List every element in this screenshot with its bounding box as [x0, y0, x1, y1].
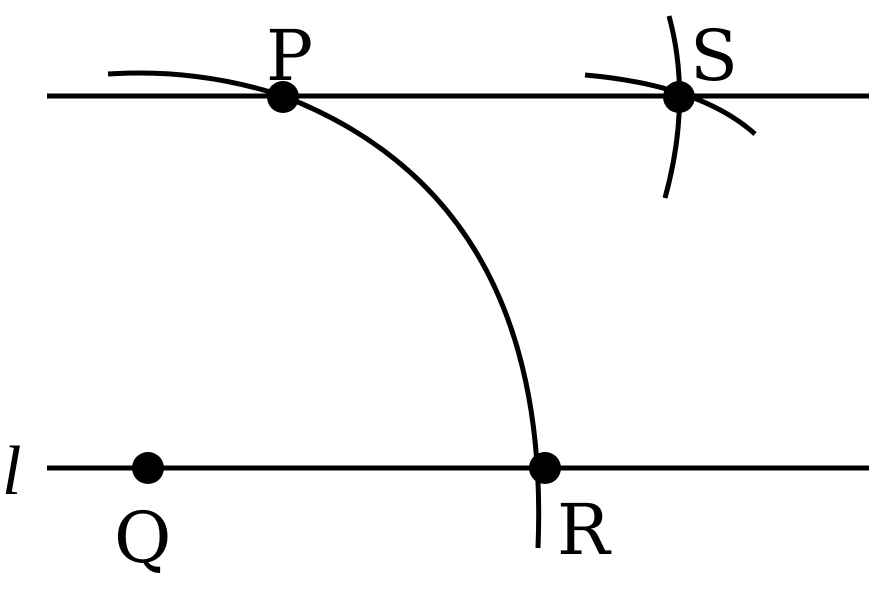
point-r	[529, 452, 561, 484]
label-q: Q	[114, 497, 171, 579]
label-line-l: l	[2, 433, 21, 510]
label-r: R	[557, 489, 612, 571]
arc-centre-q	[107, 70, 542, 549]
point-p	[267, 81, 299, 113]
label-p: P	[266, 15, 313, 97]
point-s	[663, 81, 695, 113]
point-q	[132, 452, 164, 484]
label-s: S	[690, 15, 738, 97]
